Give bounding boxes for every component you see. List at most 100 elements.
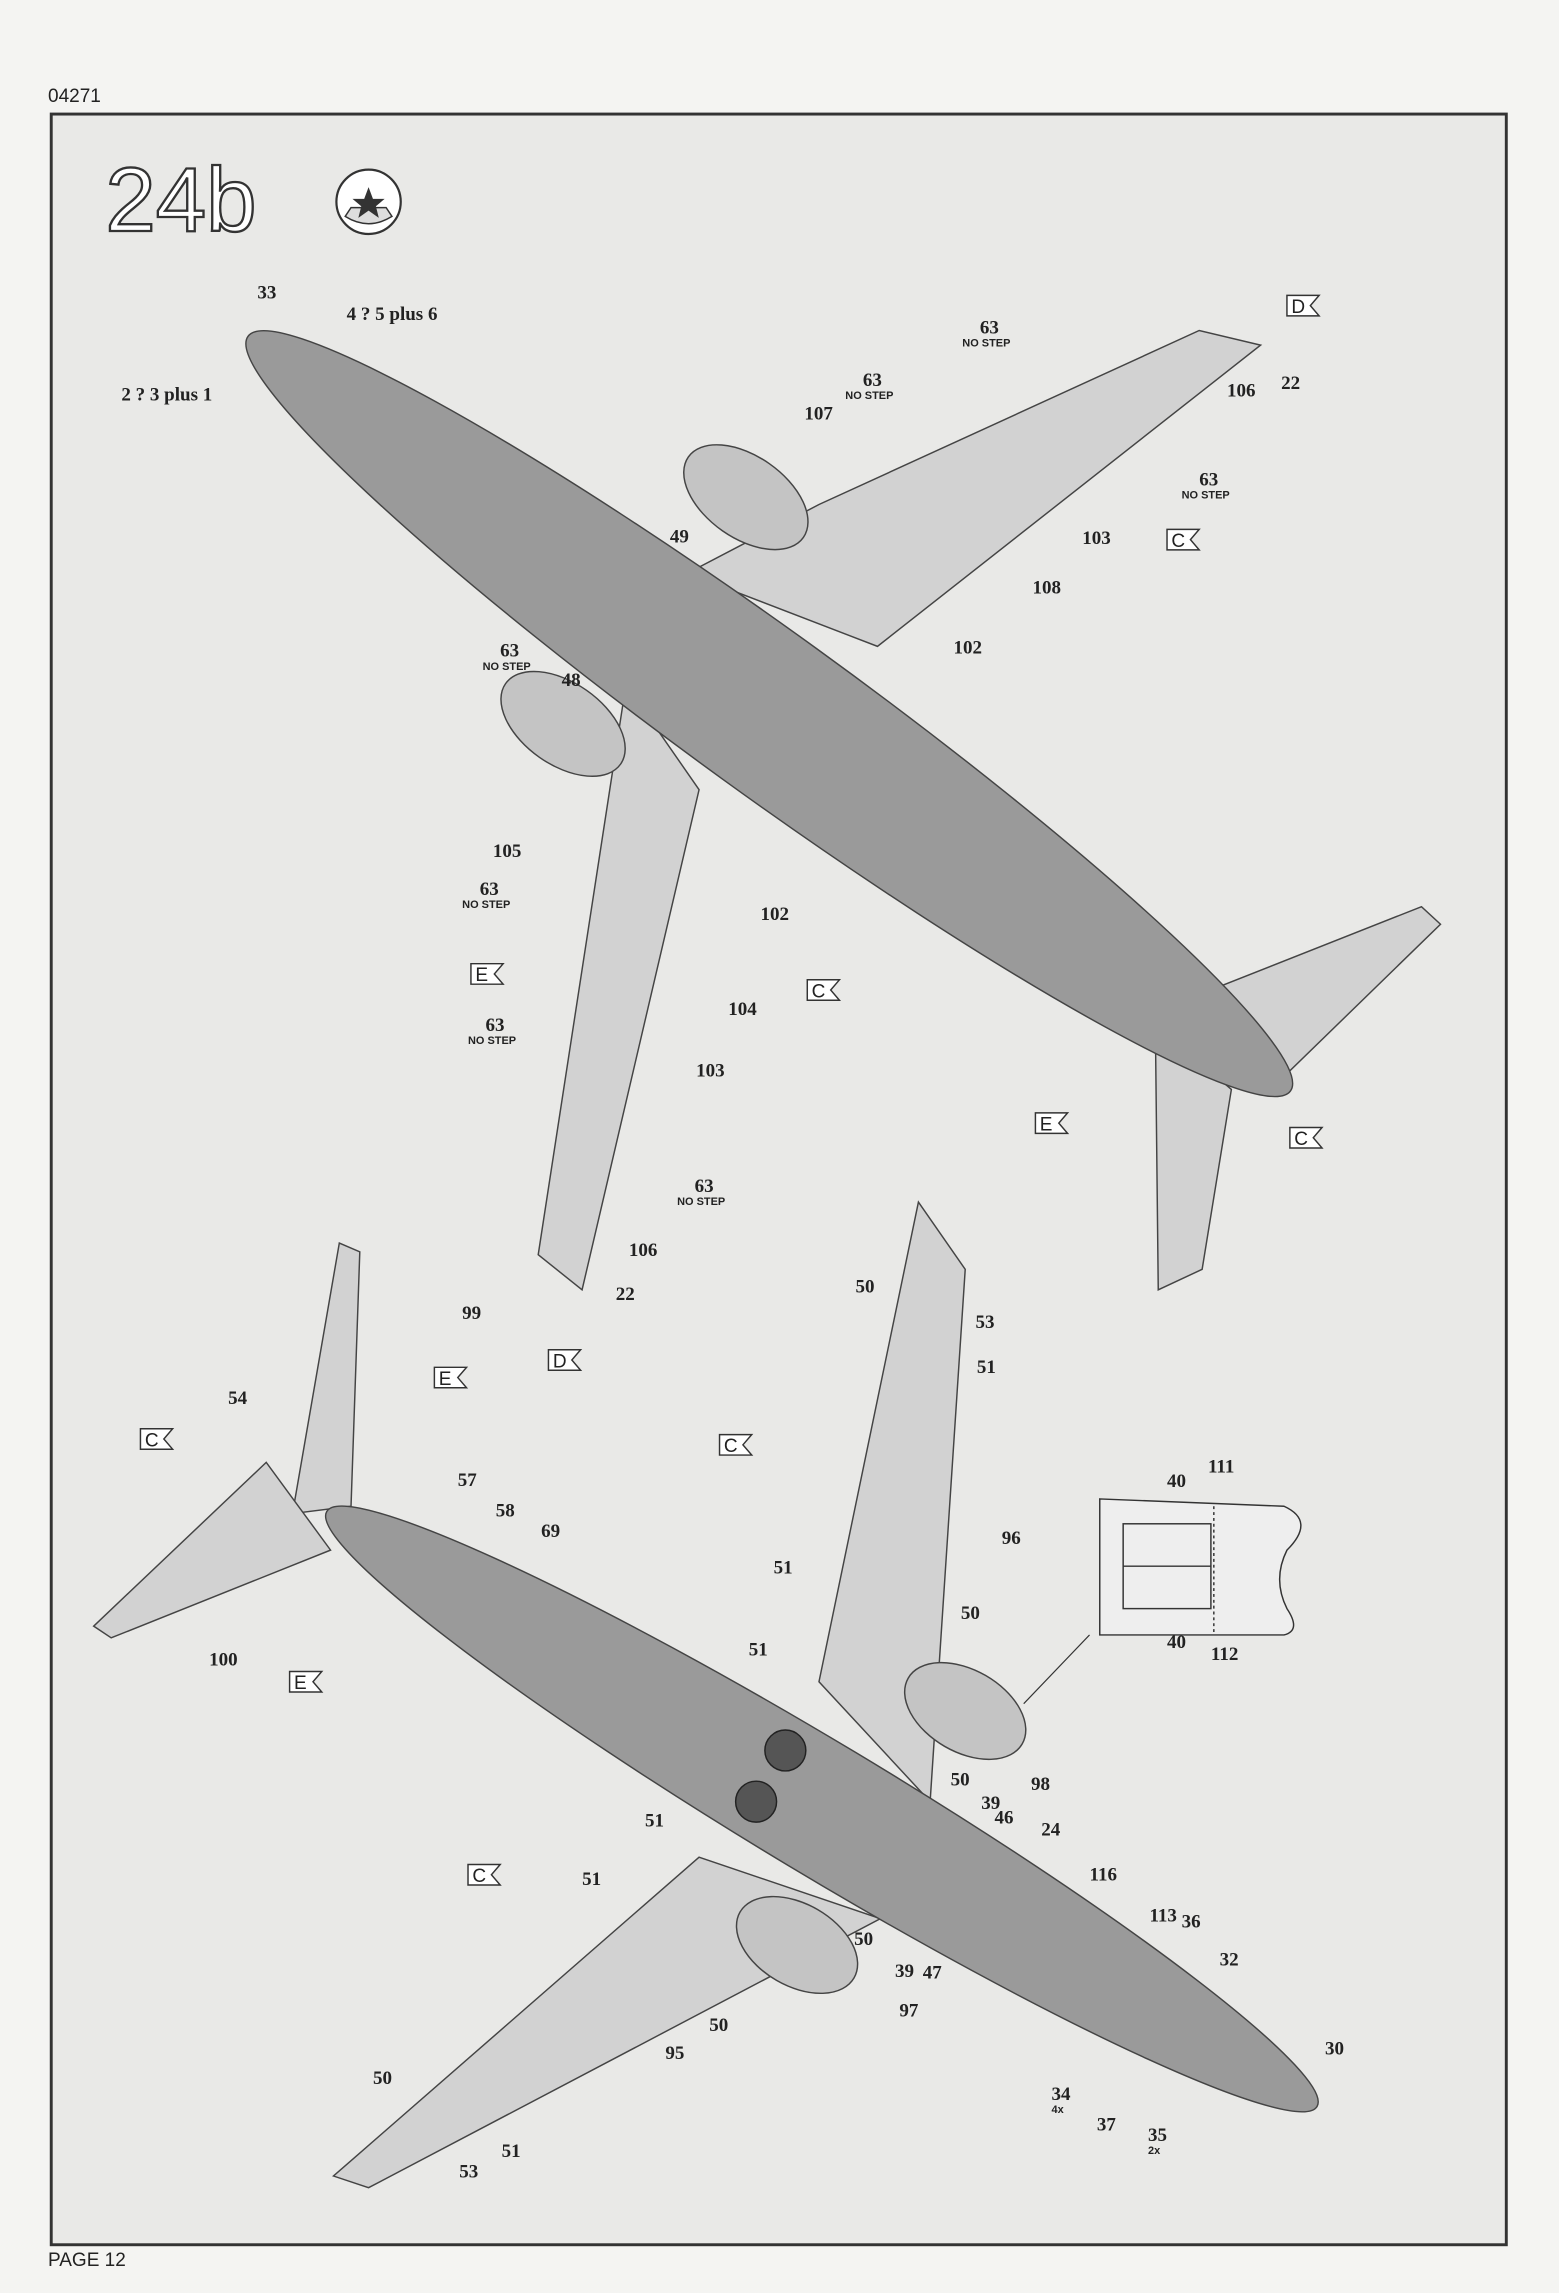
part-number-label: 32 — [1220, 1949, 1239, 1970]
part-number-label: 116 — [1090, 1865, 1117, 1886]
callout-letter: C — [724, 1436, 738, 1457]
part-number-label: 53 — [459, 2161, 478, 2182]
part-number-label: 98 — [1031, 1774, 1050, 1795]
part-number-label: 50 — [961, 1603, 980, 1624]
part-number-label: 102 — [954, 638, 983, 659]
engine — [903, 1661, 1027, 1761]
fuselage — [245, 330, 1294, 1098]
callout-letter: E — [1040, 1114, 1053, 1135]
part-number-label: 100 — [209, 1650, 238, 1671]
part-number-label: 51 — [645, 1811, 664, 1832]
part-number-label: 96 — [1002, 1528, 1021, 1549]
part-note-label: NO STEP — [468, 1035, 516, 1047]
part-number-label: 111 — [1208, 1457, 1234, 1478]
part-number-label: 50 — [854, 1929, 873, 1950]
part-number-label: 63 — [695, 1176, 714, 1197]
part-number-label: 39 — [981, 1793, 1000, 1814]
part-number-label: 63 — [500, 641, 519, 662]
callout-letter: C — [472, 1866, 486, 1887]
page-number: PAGE 12 — [48, 2250, 126, 2271]
part-number-label: 50 — [373, 2068, 392, 2089]
callout-letter: E — [475, 965, 488, 986]
part-number-label: 50 — [951, 1770, 970, 1791]
part-number-label: 4 ? 5 plus 6 — [347, 304, 438, 325]
part-number-label: 50 — [709, 2015, 728, 2036]
part-number-label: 63 — [863, 370, 882, 391]
part-number-label: 63 — [480, 879, 499, 900]
paint-callout-e: E — [470, 962, 505, 986]
part-note-label: NO STEP — [483, 661, 531, 673]
paint-callout-d: D — [1286, 294, 1321, 318]
part-note-label: NO STEP — [462, 899, 510, 911]
part-number-label: 40 — [1167, 1632, 1186, 1653]
paint-callout-e: E — [288, 1670, 324, 1694]
part-number-label: 22 — [1281, 373, 1300, 394]
fuselage — [324, 1505, 1319, 2113]
part-number-label: 113 — [1149, 1906, 1176, 1927]
left-wing — [537, 682, 700, 1292]
part-number-label: 37 — [1097, 2115, 1117, 2136]
wheel — [734, 1780, 778, 1823]
part-note-label: NO STEP — [962, 338, 1010, 350]
paint-callout-c: C — [467, 1863, 502, 1887]
callout-letter: C — [812, 981, 826, 1002]
part-note-label: 2x — [1148, 2145, 1161, 2157]
decal-water-icon — [335, 168, 402, 236]
engine — [683, 444, 809, 551]
part-note-label: NO STEP — [1182, 490, 1230, 502]
horizontal-stabilizer — [92, 1461, 332, 1639]
part-number-label: 49 — [670, 527, 689, 548]
part-number-label: 51 — [582, 1869, 601, 1890]
part-number-label: 2 ? 3 plus 1 — [121, 385, 212, 406]
part-number-label: 102 — [760, 904, 789, 925]
part-number-label: 106 — [1227, 380, 1256, 401]
airplane-top-view — [245, 329, 1442, 1292]
part-number-label: 103 — [1082, 528, 1111, 549]
part-number-label: 22 — [616, 1284, 635, 1305]
part-number-label: 46 — [994, 1808, 1013, 1829]
part-number-label: 50 — [856, 1277, 875, 1298]
part-number-label: 51 — [502, 2141, 521, 2162]
gear-bay-detail — [1023, 1498, 1302, 1705]
part-number-label: 48 — [562, 670, 581, 691]
part-number-label: 40 — [1167, 1471, 1186, 1492]
part-number-label: 69 — [541, 1521, 560, 1542]
part-number-label: 103 — [696, 1060, 725, 1081]
part-number-label: 108 — [1032, 578, 1061, 599]
callout-letter: C — [1294, 1129, 1308, 1150]
part-number-label: 53 — [975, 1312, 994, 1333]
part-number-label: 30 — [1325, 2039, 1344, 2060]
callout-letter: E — [294, 1673, 307, 1694]
part-number-label: 57 — [458, 1470, 478, 1491]
paint-callout-c: C — [1289, 1126, 1324, 1150]
part-number-label: 58 — [496, 1500, 515, 1521]
wheel — [764, 1729, 807, 1772]
part-note-label: NO STEP — [677, 1196, 725, 1208]
part-number-label: 95 — [665, 2043, 684, 2064]
engine — [735, 1895, 859, 1995]
part-number-label: 51 — [749, 1639, 768, 1660]
paint-callout-c: C — [806, 979, 842, 1002]
paint-callout-c: C — [718, 1433, 754, 1457]
part-number-label: 104 — [728, 999, 757, 1020]
callout-letter: C — [1171, 531, 1185, 552]
paint-callout-d: D — [547, 1349, 583, 1372]
paint-callout-c: C — [1166, 528, 1201, 552]
part-number-label: 105 — [493, 841, 522, 862]
engine — [500, 670, 626, 778]
part-number-label: 107 — [804, 404, 833, 425]
airplane-bottom-view — [92, 1200, 1319, 2189]
paint-callout-e: E — [433, 1366, 469, 1390]
part-number-label: 35 — [1148, 2125, 1167, 2146]
part-number-label: 36 — [1182, 1911, 1201, 1932]
part-number-label: 39 — [895, 1961, 914, 1982]
part-number-label: 63 — [486, 1015, 505, 1036]
part-number-label: 47 — [923, 1963, 942, 1984]
part-number-label: 24 — [1041, 1819, 1061, 1840]
paint-callout-c: C — [139, 1428, 175, 1451]
paint-callout-e: E — [1034, 1112, 1070, 1135]
step-number: 24b — [105, 150, 256, 251]
part-number-label: 33 — [257, 282, 276, 303]
